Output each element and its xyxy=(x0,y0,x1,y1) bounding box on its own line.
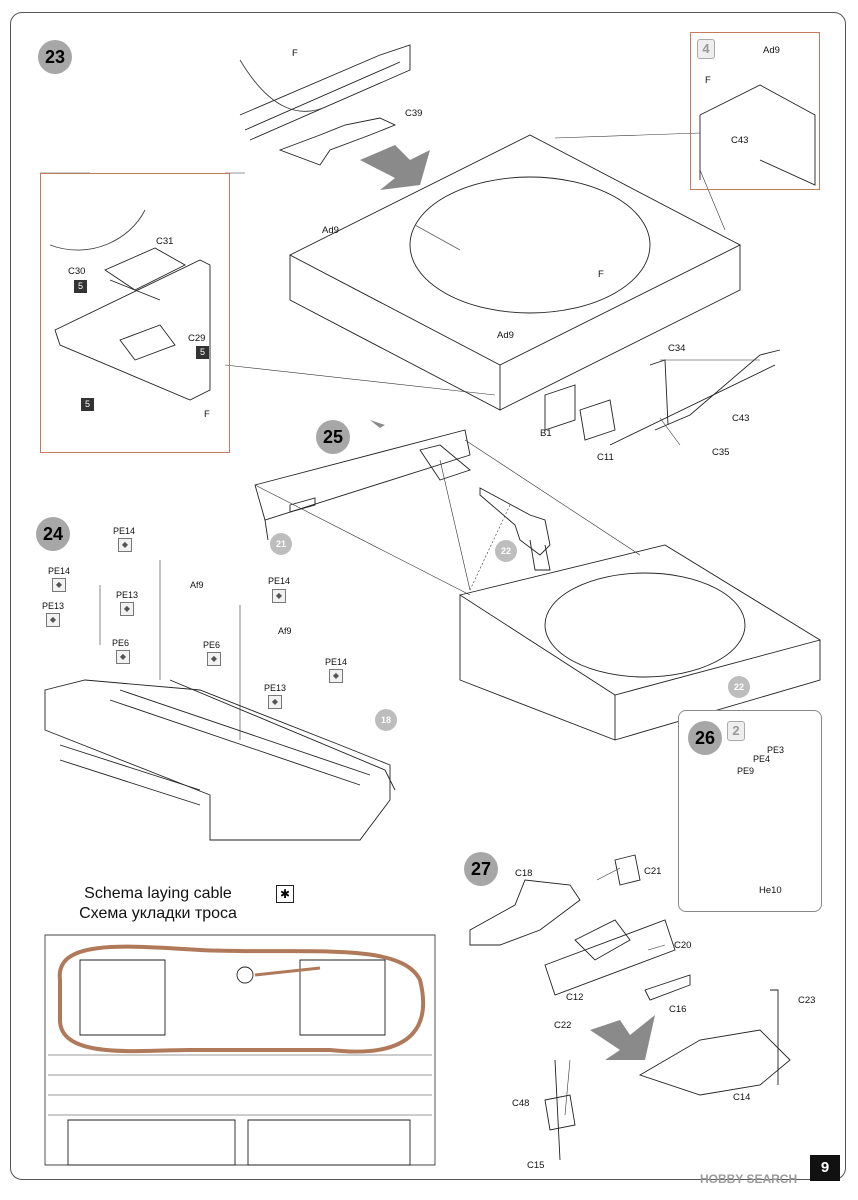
part-label-pe14: PE14 xyxy=(48,566,71,576)
photo-etch-icon: ◆ xyxy=(116,650,130,664)
part-label-c43: C43 xyxy=(731,135,749,146)
part-label-pe14: PE14 xyxy=(268,576,291,586)
part-label-f: F xyxy=(292,48,298,59)
part-label-he10: He10 xyxy=(759,885,782,896)
part-label-f: F xyxy=(598,269,604,280)
part-label-c11: C11 xyxy=(597,452,614,463)
part-label-af9: Af9 xyxy=(278,626,292,636)
part-label-f: F xyxy=(204,409,210,420)
part-label-c34: C34 xyxy=(668,343,686,354)
sequence-marker: 5 xyxy=(196,346,209,359)
step-26-marker: 26 xyxy=(688,721,722,755)
part-label-c22: C22 xyxy=(554,1020,572,1031)
photo-etch-icon: ◆ xyxy=(272,589,286,603)
part-label-pe13: PE13 xyxy=(42,601,65,611)
part-label-c30: C30 xyxy=(68,266,86,277)
page-number: 9 xyxy=(810,1155,840,1181)
part-label-pe13: PE13 xyxy=(116,590,139,600)
subassembly-marker-22: 22 xyxy=(495,540,517,562)
schema-title-en: Schema laying cable xyxy=(84,885,232,902)
multiplier-badge: 2 xyxy=(727,721,745,741)
part-label-c43: C43 xyxy=(732,413,750,424)
part-label-pe14: PE14 xyxy=(113,526,136,536)
part-label-c21: C21 xyxy=(644,866,662,877)
part-label-c20: C20 xyxy=(674,940,692,951)
part-label-c16: C16 xyxy=(669,1004,687,1015)
part-label-pe3: PE3 xyxy=(767,745,785,755)
part-label-ad9: Ad9 xyxy=(497,330,514,341)
part-label-c29: C29 xyxy=(188,333,206,344)
step-24-marker: 24 xyxy=(36,517,70,551)
part-label-pe13: PE13 xyxy=(264,683,287,693)
photo-etch-icon: ◆ xyxy=(118,538,132,552)
part-label-c35: C35 xyxy=(712,447,730,458)
part-label-c12: C12 xyxy=(566,992,584,1003)
photo-etch-icon: ◆ xyxy=(268,695,282,709)
part-label-ad9: Ad9 xyxy=(763,45,780,56)
part-label-f: F xyxy=(705,75,711,86)
sequence-marker: 5 xyxy=(81,398,94,411)
part-label-pe4: PE4 xyxy=(753,754,771,764)
part-label-c14: C14 xyxy=(733,1092,751,1103)
part-label-pe6: PE6 xyxy=(112,638,130,648)
part-label-b1: B1 xyxy=(540,428,552,439)
schema-title-ru: Схема укладки троса xyxy=(79,905,237,922)
part-label-c39: C39 xyxy=(405,108,423,119)
step-23-detail-inset-left: C31 C30 5 C29 5 5 F xyxy=(40,173,230,453)
watermark: HOBBY SEARCH xyxy=(700,1172,798,1186)
step-27-marker: 27 xyxy=(464,852,498,886)
part-label-c48: C48 xyxy=(512,1098,530,1109)
step-23-marker: 23 xyxy=(38,40,72,74)
step-26-panel: 26 2 PE3 PE4 PE9 He10 xyxy=(678,710,822,912)
subassembly-marker-22: 22 xyxy=(728,676,750,698)
part-label-c18: C18 xyxy=(515,868,533,879)
step-23-detail-inset-right: 4 Ad9 F C43 xyxy=(690,32,820,190)
photo-etch-icon: ◆ xyxy=(329,669,343,683)
part-label-c31: C31 xyxy=(156,236,174,247)
subassembly-marker-18: 18 xyxy=(375,709,397,731)
part-label-c23: C23 xyxy=(798,995,816,1006)
page-frame xyxy=(10,12,846,1180)
photo-etch-icon: ◆ xyxy=(52,578,66,592)
step-25-marker: 25 xyxy=(316,420,350,454)
sequence-marker: 5 xyxy=(74,280,87,293)
subassembly-marker-21: 21 xyxy=(270,533,292,555)
photo-etch-icon: ◆ xyxy=(207,652,221,666)
photo-etch-icon: ◆ xyxy=(120,602,134,616)
part-label-pe14: PE14 xyxy=(325,657,348,667)
part-label-af9: Af9 xyxy=(190,580,204,590)
photo-etch-icon: ◆ xyxy=(46,613,60,627)
part-label-c15: C15 xyxy=(527,1160,545,1171)
part-label-ad9: Ad9 xyxy=(322,225,339,236)
part-label-pe9: PE9 xyxy=(737,766,755,776)
asterisk-icon: ✱ xyxy=(276,885,294,903)
multiplier-badge: 4 xyxy=(697,39,715,59)
part-label-pe6: PE6 xyxy=(203,640,221,650)
